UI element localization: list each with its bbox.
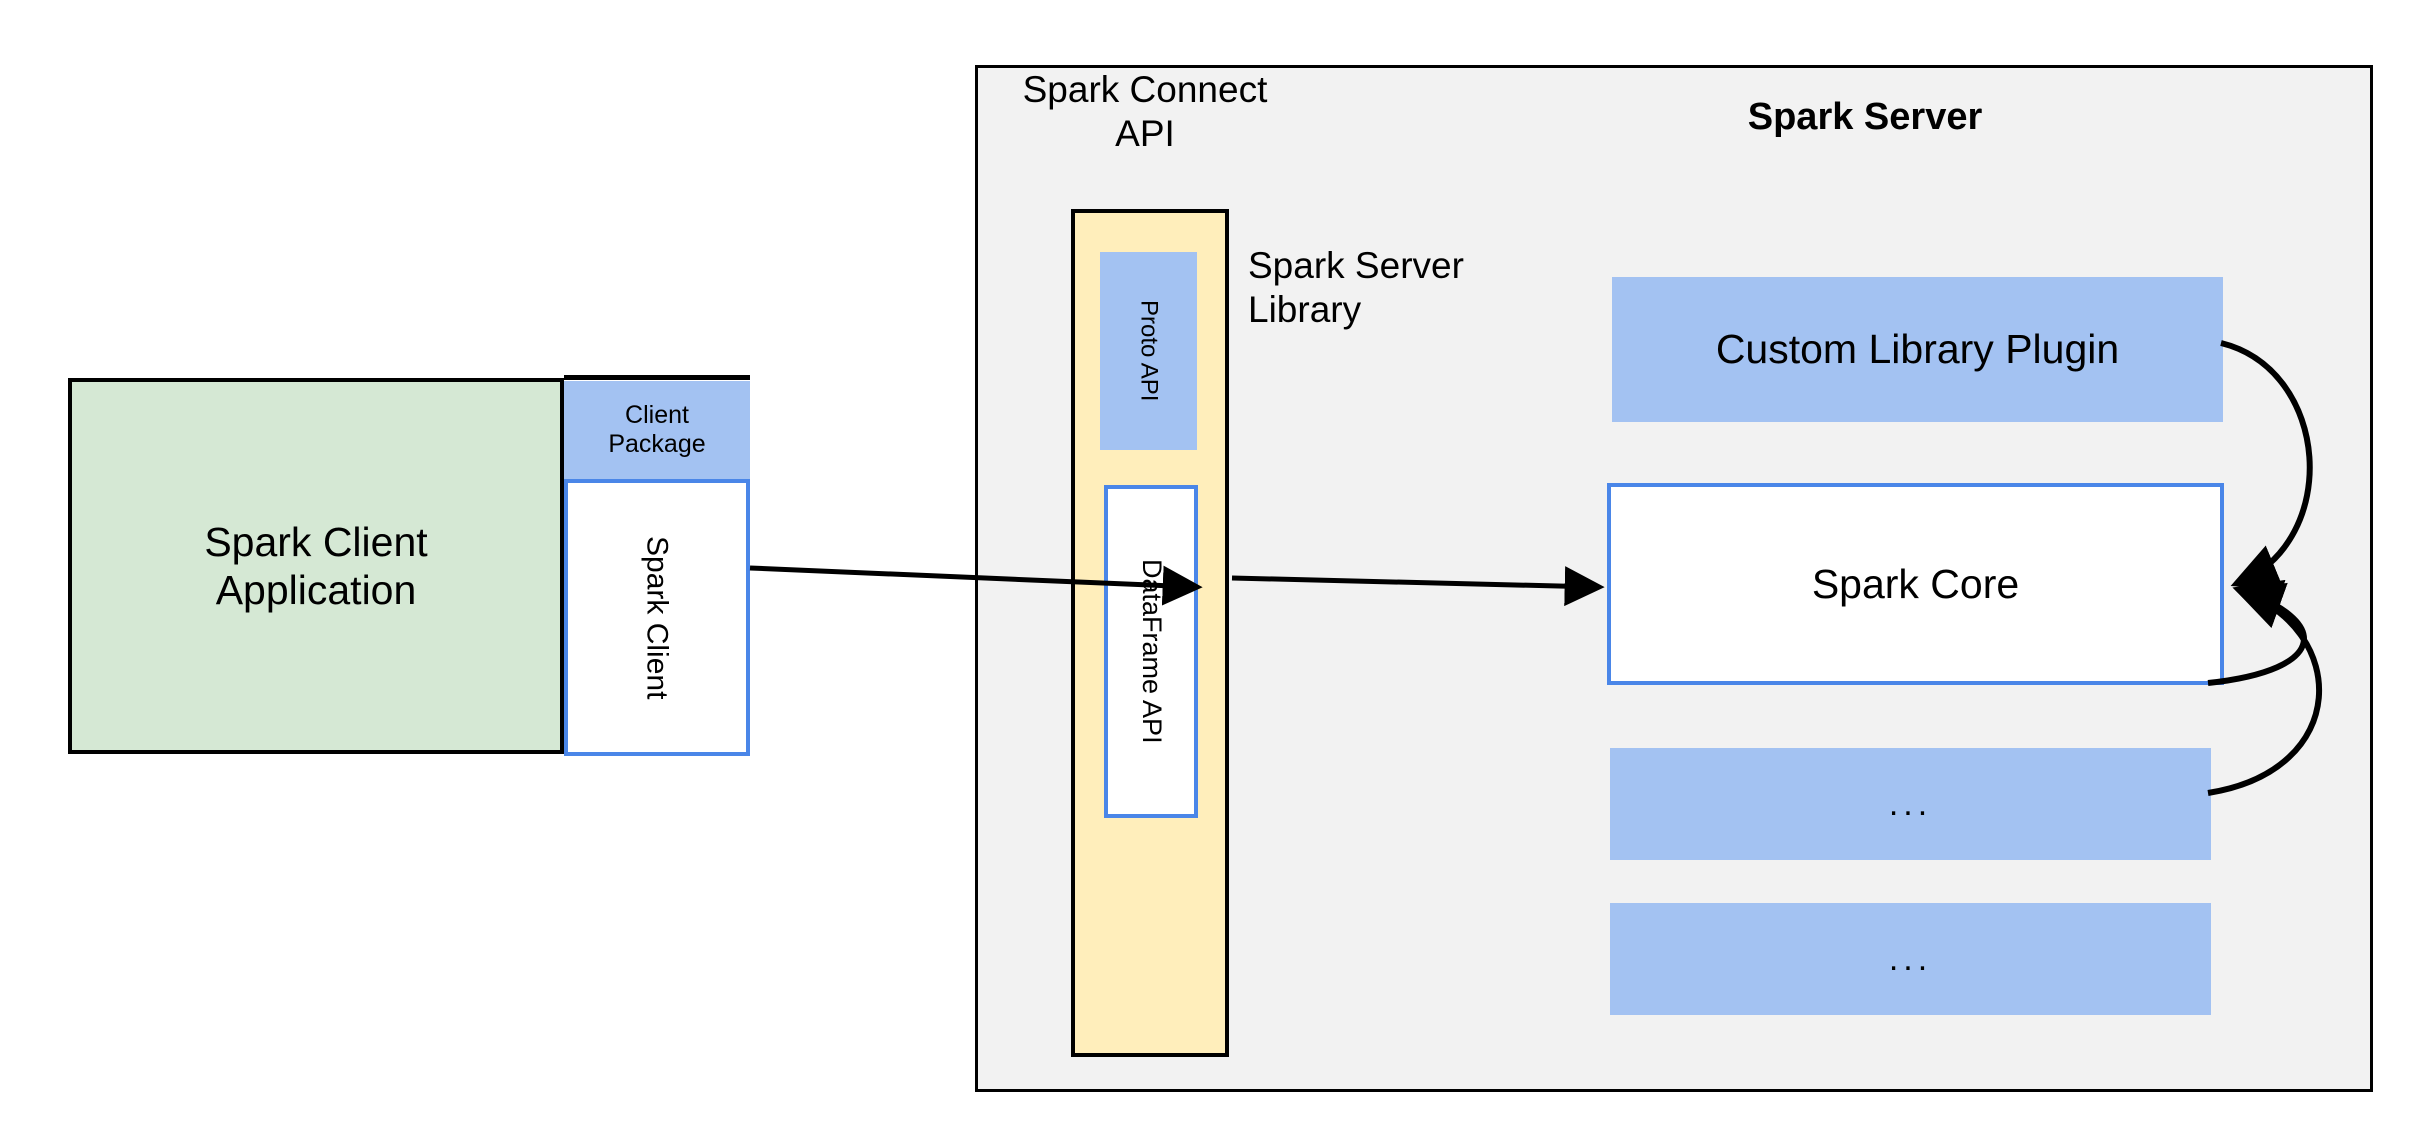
spark-server-library-label: Spark Server Library	[1248, 245, 1464, 331]
proto-api-box: Proto API	[1100, 252, 1197, 450]
spark-connect-api-label: Spark Connect API	[1022, 69, 1268, 155]
dataframe-api-label: DataFrame API	[1136, 559, 1167, 744]
spark-client-box: Spark Client	[564, 479, 750, 756]
ellipsis-box-1: ...	[1610, 748, 2211, 860]
proto-api-label: Proto API	[1135, 300, 1163, 402]
spark-server-title: Spark Server	[1747, 96, 1983, 138]
spark-core-box: Spark Core	[1607, 483, 2224, 685]
spark-client-application-box: Spark Client Application	[68, 378, 564, 754]
client-package-top-rule	[564, 375, 750, 380]
custom-library-plugin-box: Custom Library Plugin	[1612, 277, 2223, 422]
client-package-box: Client Package	[564, 381, 750, 479]
spark-client-label: Spark Client	[640, 535, 674, 700]
ellipsis-box-2: ...	[1610, 903, 2211, 1015]
dataframe-api-box: DataFrame API	[1104, 485, 1198, 818]
